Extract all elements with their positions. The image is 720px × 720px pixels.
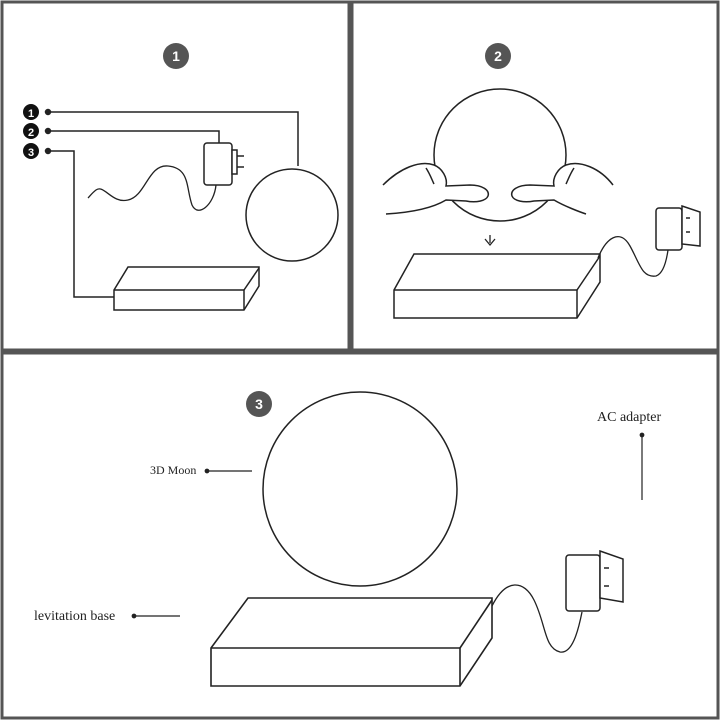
step-badge-3: 3 (246, 391, 272, 417)
ac-adapter-1 (203, 142, 244, 186)
panel-3-frame (0, 351, 720, 720)
moon-sphere-3 (262, 391, 458, 587)
leader-base (48, 150, 114, 298)
levitation-base-1 (113, 266, 260, 311)
adapter-cable-1 (87, 165, 217, 211)
adapter-cable-2 (597, 235, 669, 277)
step-badge-1: 1 (163, 43, 189, 69)
svg-text:3: 3 (28, 147, 34, 159)
svg-text:2: 2 (494, 48, 502, 64)
svg-text:1: 1 (28, 108, 34, 120)
moon-sphere-2 (433, 88, 567, 222)
svg-text:3: 3 (255, 396, 263, 412)
panel-2-frame (350, 0, 720, 352)
pointer-adapter (639, 432, 645, 500)
step-badge-2: 2 (485, 43, 511, 69)
panel-2: 2 (382, 43, 701, 319)
adapter-cable-3 (491, 584, 583, 653)
list-badge-1: 1 (23, 104, 39, 120)
ac-adapter-3 (565, 549, 624, 612)
levitation-base-2 (393, 253, 601, 319)
leader-lines (44, 108, 299, 298)
list-badge-3: 3 (23, 143, 39, 159)
hands (382, 162, 614, 215)
leader-adapter (48, 130, 220, 143)
ac-adapter-2 (655, 204, 701, 251)
down-arrow-icon (484, 235, 496, 247)
panel-3: 3 3D Moon levitation base AC adapter (34, 391, 661, 687)
label-levitation-base: levitation base (34, 609, 115, 624)
pointer-base (131, 613, 180, 619)
label-3d-moon: 3D Moon (150, 463, 196, 477)
svg-text:1: 1 (172, 48, 180, 64)
levitation-base-3 (210, 597, 493, 687)
panel-1-frame (0, 0, 351, 352)
svg-text:2: 2 (28, 127, 34, 139)
pointer-moon (204, 468, 252, 474)
label-ac-adapter: AC adapter (597, 410, 661, 425)
moon-sphere-1 (245, 168, 339, 262)
list-badge-2: 2 (23, 123, 39, 139)
panel-1: 1 1 2 3 (23, 43, 339, 311)
leader-moon (48, 111, 299, 166)
